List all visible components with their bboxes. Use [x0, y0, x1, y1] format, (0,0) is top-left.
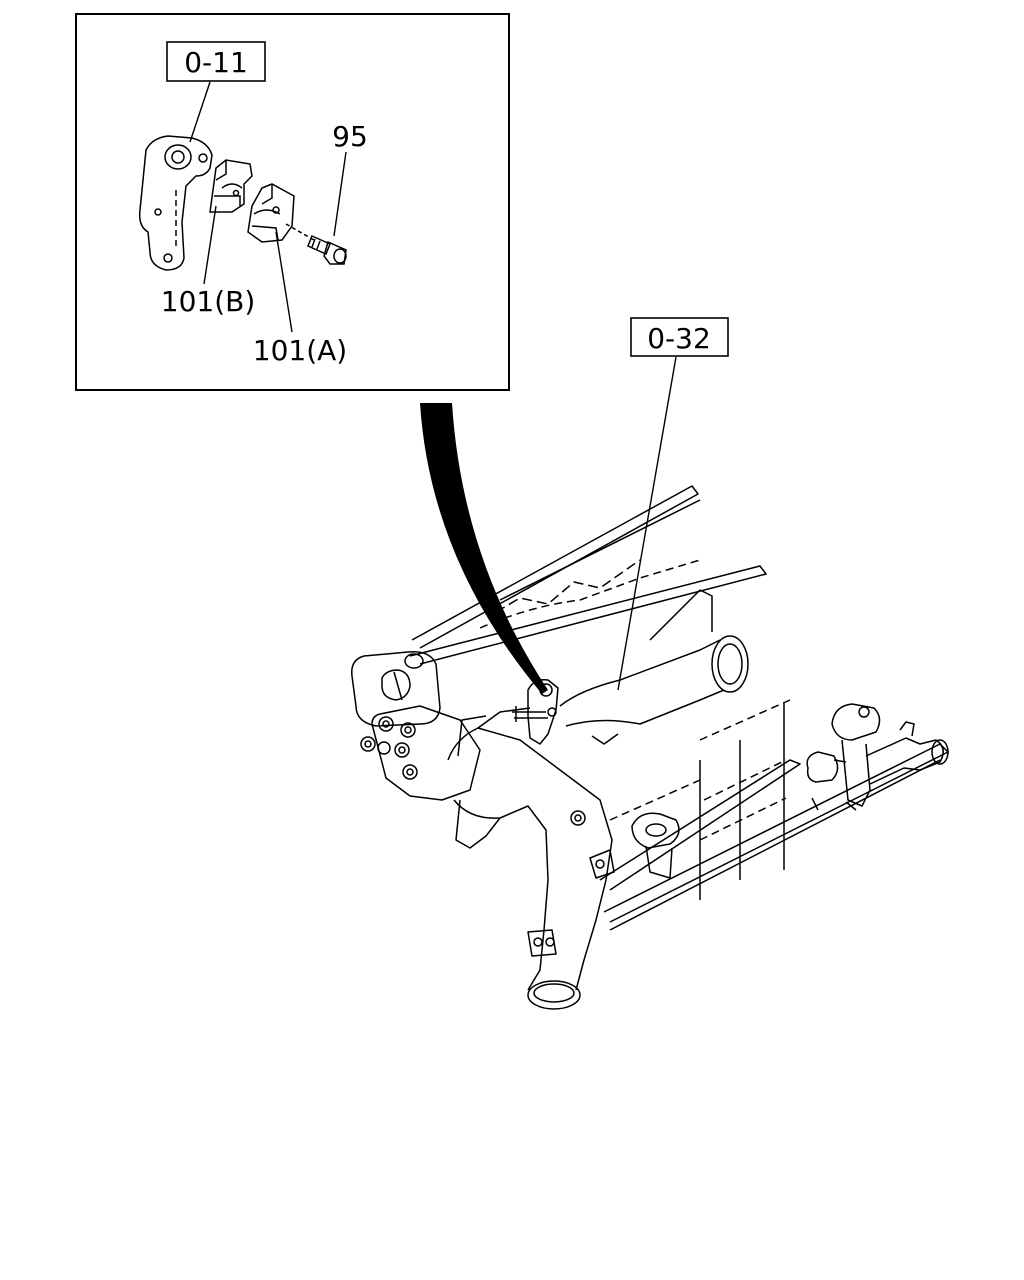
detail-inset-frame: [75, 13, 510, 391]
clamp-101-a: [247, 183, 295, 243]
reference-box-0-32[interactable]: 0-32: [630, 317, 729, 357]
reference-label-0-32: 0-32: [647, 322, 711, 355]
engine-assembly: [351, 485, 949, 1010]
reference-label-0-11: 0-11: [184, 46, 248, 79]
leader-0-11: [189, 81, 211, 143]
part-label-101-b: 101(B): [161, 285, 256, 318]
leader-101-b: [203, 205, 217, 285]
leader-0-32: [617, 356, 677, 691]
clamp-101-b: [209, 159, 253, 213]
part-label-101-a: 101(A): [253, 334, 347, 367]
bolt-95: [285, 223, 347, 265]
detail-pointer-arrow: [420, 403, 548, 694]
leader-95: [333, 151, 347, 237]
part-label-95: 95: [332, 120, 368, 153]
leader-101-a: [275, 231, 293, 333]
mounting-bracket: [138, 135, 213, 271]
reference-box-0-11[interactable]: 0-11: [166, 41, 266, 82]
